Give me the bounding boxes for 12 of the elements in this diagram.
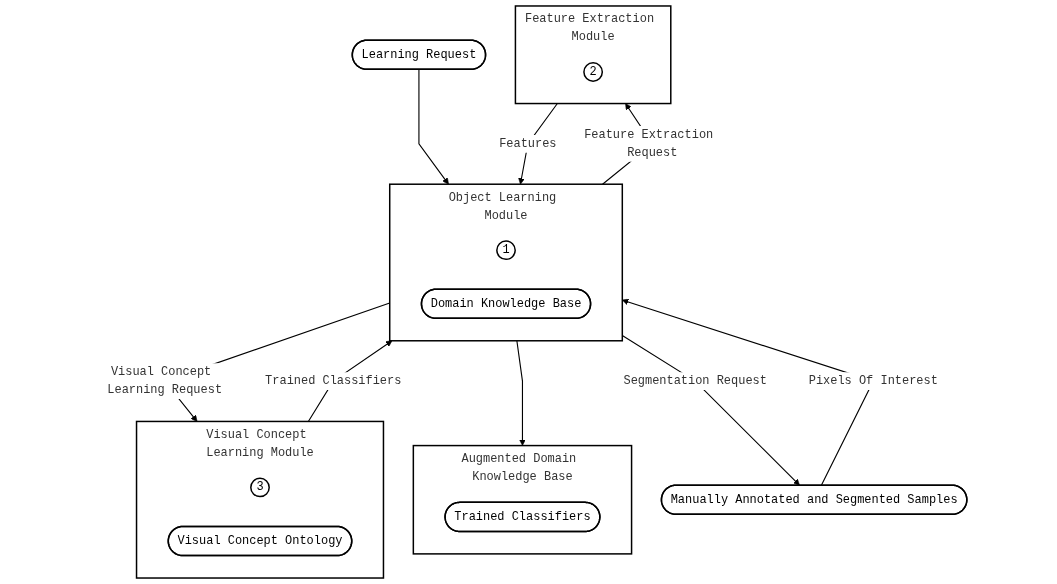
arrow (516, 340, 526, 446)
arrow (621, 334, 800, 486)
node-circle: 3 (250, 477, 271, 498)
edge-label: Visual Concept Learning Request (107, 365, 223, 397)
edge-label: Segmentation Request (623, 374, 768, 388)
node-circle: 1 (496, 240, 517, 261)
edge-label: Trained Classifiers (265, 374, 402, 388)
edge-label: Feature Extraction Request (584, 128, 714, 160)
edge-label: Pixels Of Interest (808, 374, 938, 388)
edge-label: Features (499, 137, 557, 151)
node-circle: 2 (583, 62, 604, 82)
arrow (418, 68, 449, 185)
